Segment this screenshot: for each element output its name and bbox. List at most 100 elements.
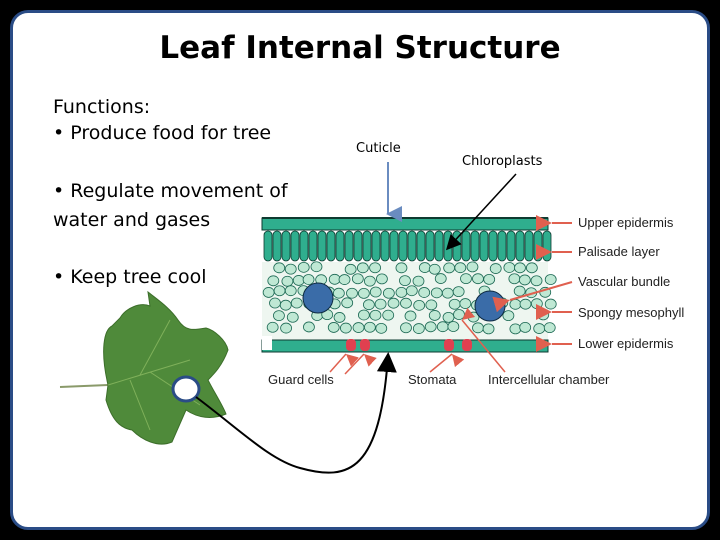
spongy-cell — [357, 288, 370, 299]
spongy-cell — [387, 297, 400, 309]
palisade-cell — [308, 230, 318, 262]
spongy-cell — [395, 287, 408, 298]
spongy-cell — [514, 262, 526, 274]
function-item-cool: • Keep tree cool — [53, 266, 207, 288]
spongy-cell — [509, 323, 522, 335]
spongy-cell — [351, 273, 364, 285]
spongy-cell — [412, 275, 425, 287]
spongy-cell — [266, 321, 279, 333]
spongy-cell — [284, 263, 297, 275]
spongy-cell — [454, 262, 467, 274]
palisade-cell — [434, 230, 444, 262]
spongy-cell — [405, 285, 418, 297]
spongy-cell — [297, 261, 310, 273]
spongy-cell — [400, 322, 412, 334]
spongy-cell — [544, 298, 557, 310]
spongy-cell — [424, 321, 437, 333]
palisade-cell — [317, 230, 327, 262]
palisade-cell — [335, 230, 345, 262]
spongy-cell — [502, 310, 515, 322]
palisade-cell — [281, 230, 291, 262]
spongy-cell — [356, 262, 369, 274]
leaf-image — [59, 290, 229, 445]
spongy-cell — [452, 286, 465, 298]
spongy-cell — [341, 297, 354, 309]
palisade-cell — [371, 230, 381, 262]
spongy-cell — [281, 275, 294, 287]
palisade-cell — [533, 230, 543, 262]
spongy-cell — [327, 322, 340, 333]
palisade-cell — [524, 230, 534, 262]
spongy-cell — [460, 273, 472, 285]
spongy-cell — [443, 262, 456, 274]
spongy-cell — [489, 263, 502, 274]
spongy-cell — [338, 274, 351, 285]
spongy-cell — [428, 263, 441, 275]
palisade-cell — [326, 230, 336, 262]
spongy-cell — [310, 261, 323, 273]
spongy-cell — [518, 274, 531, 286]
label-palisade-layer: Palisade layer — [578, 244, 660, 259]
spongy-cell — [537, 309, 550, 321]
spongy-cell — [544, 274, 557, 285]
label-guard-cells: Guard cells — [268, 372, 334, 387]
label-intercellular-chamber: Intercellular chamber — [488, 372, 610, 387]
spongy-cell — [482, 323, 495, 335]
spongy-cell — [302, 274, 315, 285]
palisade-cell — [398, 230, 408, 262]
functions-heading: Functions: — [53, 96, 151, 118]
spongy-cell — [459, 298, 472, 309]
spongy-cell — [436, 321, 449, 333]
palisade-cell — [299, 230, 309, 262]
spongy-cell — [333, 312, 346, 323]
spongy-cell — [273, 262, 286, 274]
palisade-cell — [470, 230, 480, 262]
palisade-cell — [542, 230, 552, 262]
spongy-cell — [530, 275, 543, 287]
spongy-cell — [533, 323, 546, 334]
spongy-cell — [448, 298, 461, 310]
spongy-cell — [382, 287, 395, 299]
palisade-cell — [380, 230, 390, 262]
spongy-cell — [286, 311, 299, 323]
leaf-cross-section — [258, 215, 557, 357]
spongy-cell — [513, 285, 526, 297]
spongy-cell — [399, 275, 411, 287]
spongy-cell — [466, 261, 479, 273]
spongy-cell — [262, 287, 275, 298]
spongy-cell — [483, 273, 496, 285]
spongy-cell — [442, 311, 455, 323]
label-arrows — [329, 215, 573, 375]
palisade-cell — [272, 230, 282, 262]
spongy-cell — [434, 273, 447, 284]
spongy-cell — [508, 273, 521, 285]
function-item-food: • Produce food for tree — [53, 122, 272, 144]
spongy-cell — [530, 298, 543, 310]
palisade-cell — [416, 230, 426, 262]
spongy-cell — [374, 298, 387, 310]
spongy-cell — [418, 287, 431, 298]
spongy-cell — [472, 273, 484, 285]
spongy-cell — [273, 285, 286, 297]
spongy-cell — [339, 322, 352, 334]
palisade-cell — [506, 230, 516, 262]
palisade-cell — [479, 230, 489, 262]
spongy-cell — [290, 297, 303, 309]
spongy-cell — [279, 299, 292, 311]
spongy-cell — [303, 321, 315, 333]
palisade-cell — [488, 230, 498, 262]
palisade-cell — [425, 230, 435, 262]
spongy-cell — [519, 322, 532, 333]
spongy-cell — [273, 310, 285, 322]
function-item-regulate: • Regulate movement of — [53, 180, 288, 202]
spongy-cell — [509, 298, 522, 310]
spongy-cell — [382, 309, 395, 321]
label-lower-epidermis: Lower epidermis — [578, 336, 674, 351]
palisade-cell — [263, 230, 273, 262]
spongy-cell — [428, 310, 441, 321]
spongy-cell — [447, 321, 460, 332]
palisade-cell — [353, 230, 363, 262]
spongy-cell — [412, 323, 425, 334]
spongy-cell — [369, 286, 382, 298]
